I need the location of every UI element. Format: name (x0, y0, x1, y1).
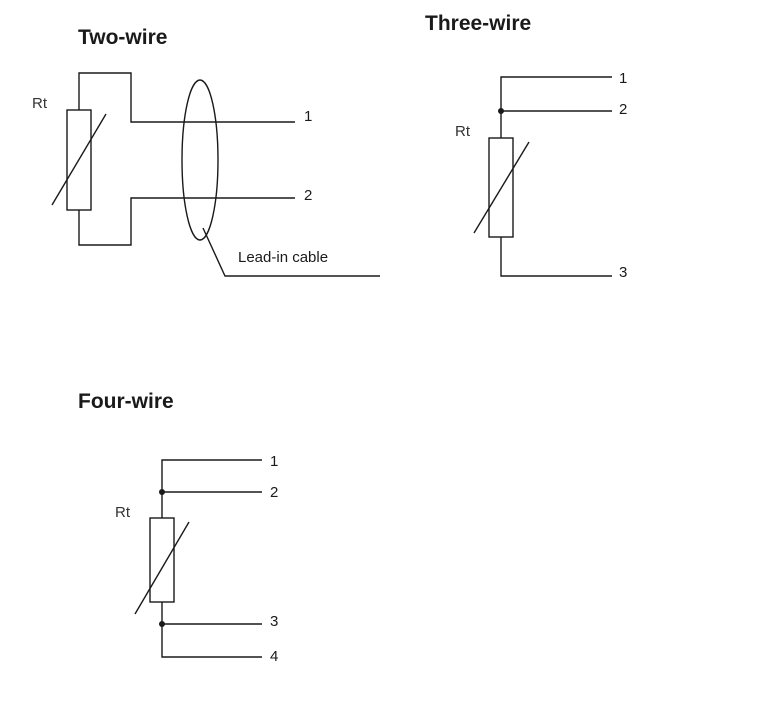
two-wire-cable-leader (202, 227, 380, 277)
four-wire-lead-4 (161, 602, 262, 658)
two-wire-bottom-lead (78, 197, 295, 246)
three-wire-rt-label: Rt (455, 123, 471, 140)
three-wire-terminal-1: 1 (619, 70, 627, 87)
two-wire-variable-arrow (51, 113, 107, 206)
four-wire-junction-bottom (159, 621, 165, 627)
four-wire-variable-arrow (134, 521, 190, 615)
four-wire-terminal-3: 3 (270, 613, 278, 630)
three-wire-title: Three-wire (425, 12, 531, 35)
four-wire-terminal-4: 4 (270, 648, 278, 665)
four-wire-terminal-2: 2 (270, 484, 278, 501)
three-wire-terminal-2: 2 (619, 101, 627, 118)
four-wire-rt-label: Rt (115, 504, 131, 521)
two-wire-diagram: Two-wire Rt 1 2 Lead-in cable (32, 26, 380, 277)
three-wire-diagram: Three-wire Rt 1 2 3 (425, 12, 627, 281)
two-wire-top-lead (78, 72, 295, 123)
three-wire-lead-3 (500, 237, 612, 277)
four-wire-lead-1 (161, 459, 262, 518)
two-wire-title: Two-wire (78, 26, 167, 49)
four-wire-junction-top (159, 489, 165, 495)
two-wire-terminal-2: 2 (304, 187, 312, 204)
three-wire-terminal-3: 3 (619, 264, 627, 281)
three-wire-variable-arrow (473, 141, 530, 234)
four-wire-diagram: Four-wire Rt 1 2 3 4 (78, 390, 278, 665)
two-wire-cable-label: Lead-in cable (238, 249, 328, 266)
four-wire-title: Four-wire (78, 390, 174, 413)
two-wire-terminal-1: 1 (304, 108, 312, 125)
three-wire-junction (498, 108, 504, 114)
four-wire-terminal-1: 1 (270, 453, 278, 470)
two-wire-rt-label: Rt (32, 95, 48, 112)
two-wire-cable-ellipse (181, 79, 219, 241)
four-wire-resistor (149, 517, 175, 603)
three-wire-lead-1 (500, 76, 612, 138)
